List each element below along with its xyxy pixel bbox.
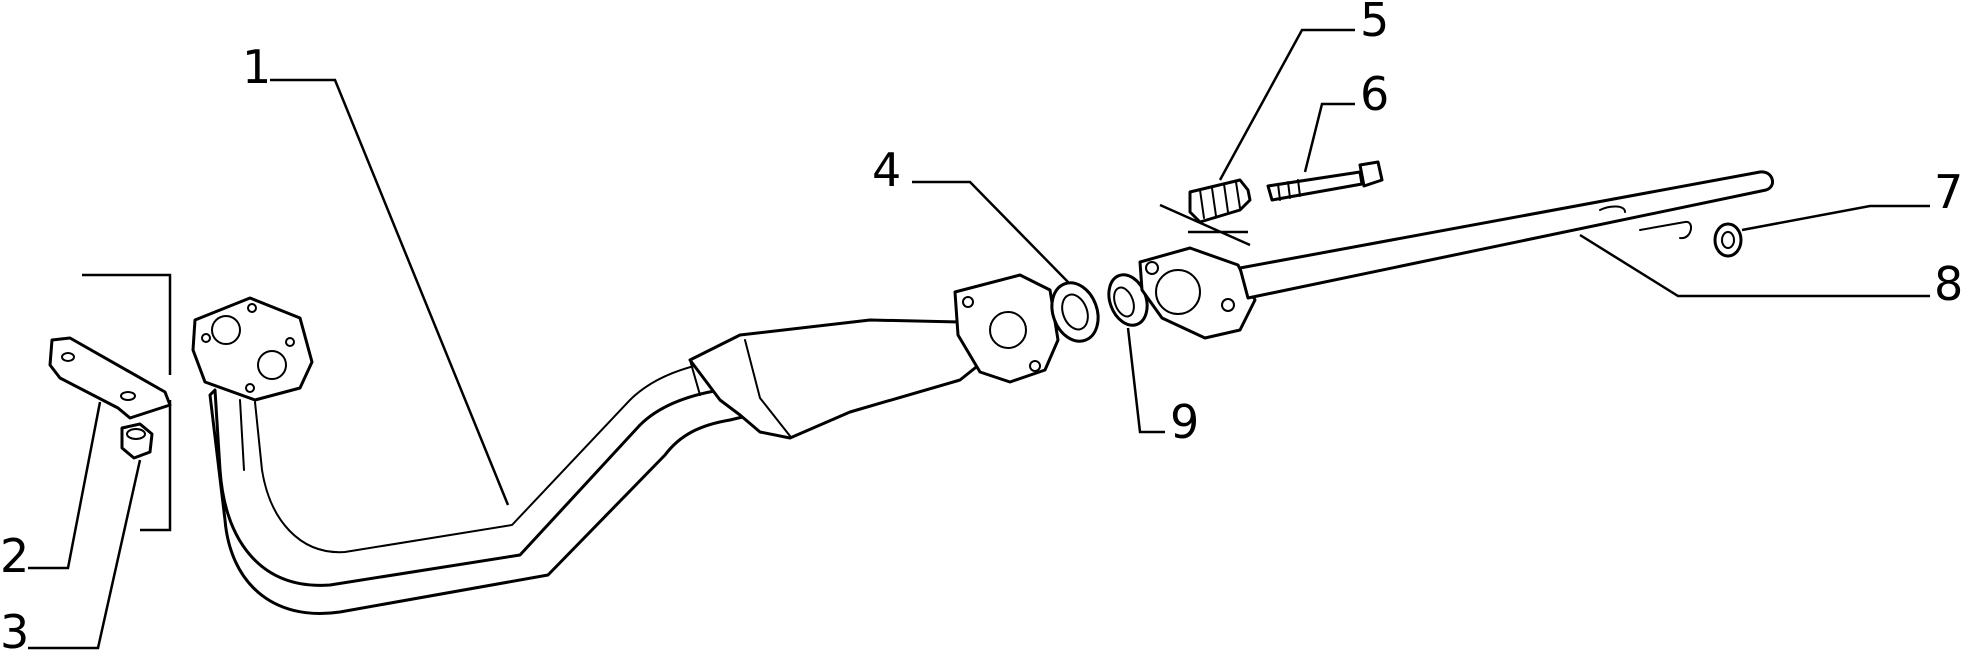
nut-part [120, 422, 154, 460]
leader-6 [1303, 102, 1355, 173]
callout-2: 2 [0, 529, 29, 583]
bracket-part [48, 336, 172, 420]
gasket-ring-part [1050, 281, 1100, 343]
callout-5: 5 [1360, 0, 1389, 47]
leader-2 [28, 401, 102, 570]
callout-7: 7 [1934, 165, 1963, 219]
callout-8: 8 [1934, 257, 1963, 311]
bolt-part [1266, 160, 1384, 202]
leader-3 [28, 459, 142, 650]
leader-9 [1126, 327, 1165, 434]
leader-5 [1218, 28, 1355, 181]
catalytic-converter-part [688, 273, 1060, 440]
callout-4: 4 [872, 143, 901, 197]
leader-7 [1741, 204, 1930, 232]
front-pipe-part [191, 296, 807, 615]
alignment-line [1159, 203, 1251, 247]
callout-3: 3 [0, 605, 29, 652]
group-bracket-leader-lower [140, 400, 172, 532]
rear-pipe-part [1138, 170, 1775, 340]
spring-part [1188, 178, 1252, 224]
leader-8 [1579, 233, 1930, 298]
callout-6: 6 [1360, 67, 1389, 121]
callout-1: 1 [242, 40, 271, 94]
group-bracket-leader [82, 273, 172, 375]
clamp-ring-part [1713, 222, 1743, 258]
leader-4 [912, 180, 1069, 283]
callout-9: 9 [1170, 395, 1199, 449]
leader-1 [270, 78, 510, 506]
